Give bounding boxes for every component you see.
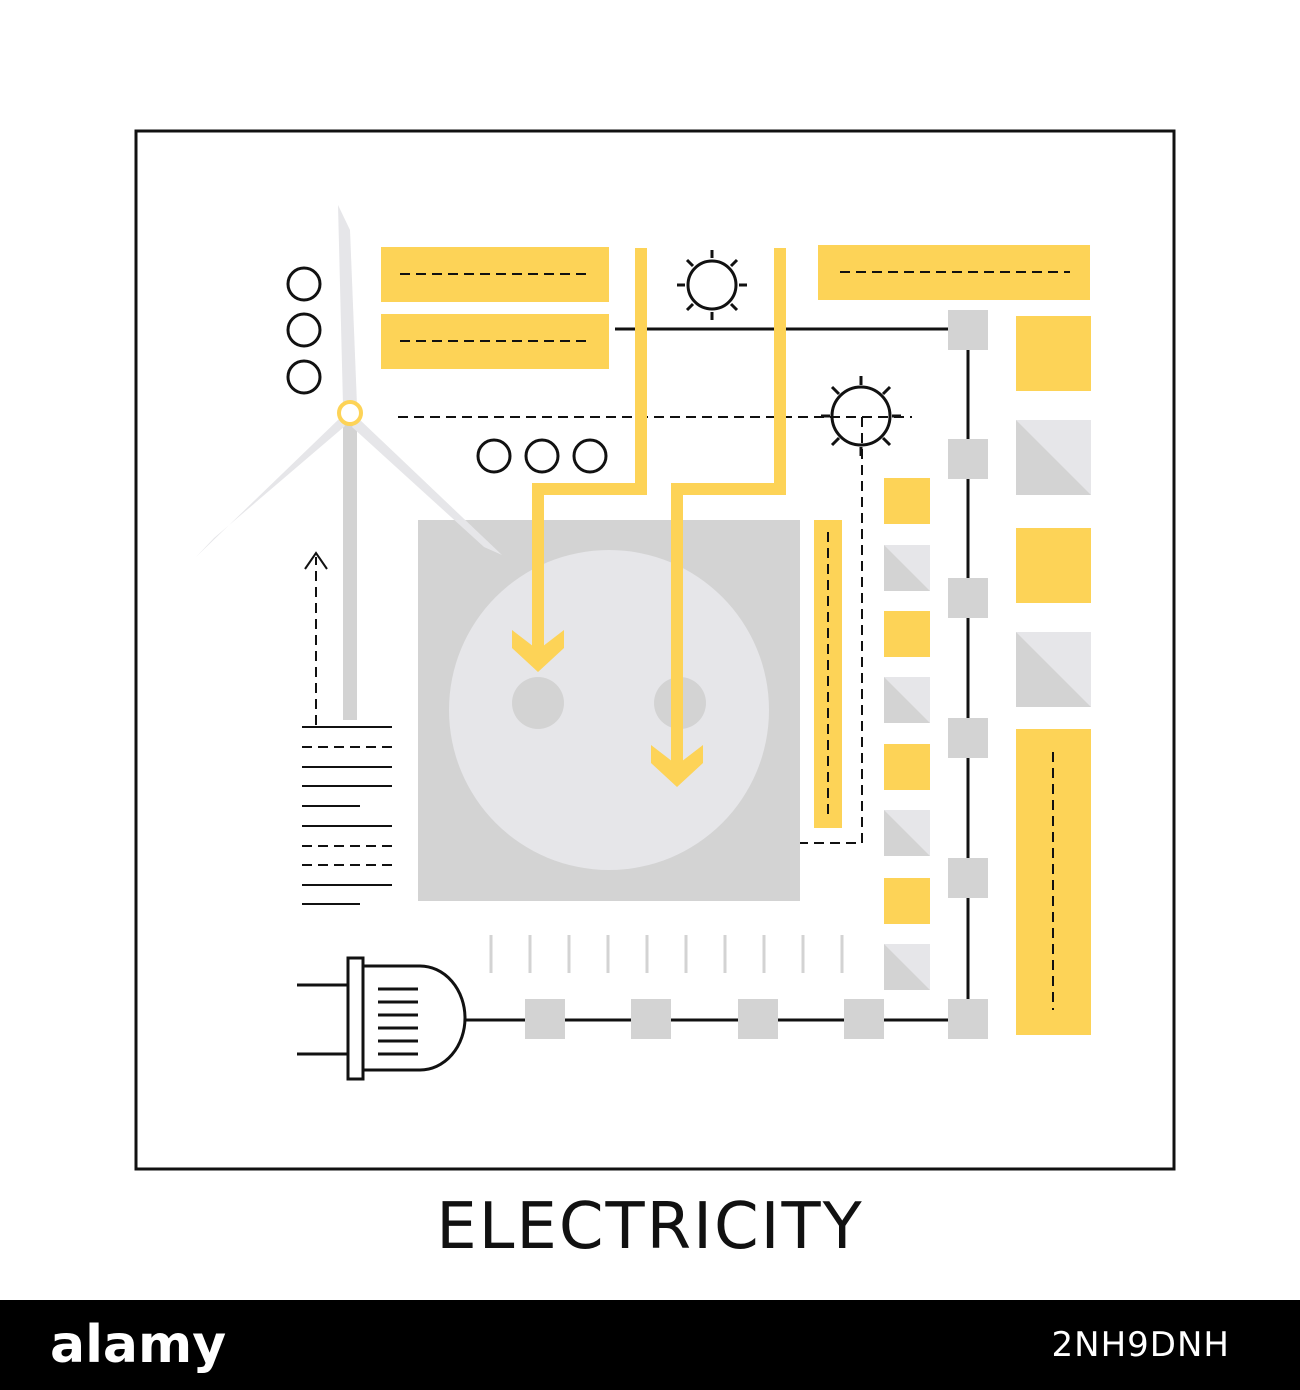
electric-plug-icon <box>297 956 467 1081</box>
wind-turbine-icon <box>196 205 502 720</box>
power-socket-icon <box>418 520 800 901</box>
dashed-up-arrow <box>304 551 328 725</box>
sun-icon <box>821 376 901 456</box>
footer-bar: alamy 2NH9DNH <box>0 1300 1300 1390</box>
current-flow-arrows <box>532 248 786 775</box>
tick-marks <box>489 935 844 973</box>
circuit-nodes <box>525 310 988 1039</box>
sun-icon <box>677 250 747 320</box>
info-bar-right <box>818 245 1090 300</box>
tile-column-small <box>884 478 930 990</box>
caption-title: ELECTRICITY <box>436 1190 864 1264</box>
info-bars-left <box>381 247 609 369</box>
image-id-label: 2NH9DNH <box>1051 1325 1230 1365</box>
illustration-frame <box>134 129 1176 1171</box>
circle-indicators-horizontal <box>476 438 608 474</box>
circle-indicators-vertical <box>286 266 322 395</box>
tile-column-large <box>1016 316 1091 1035</box>
vertical-meter <box>814 520 842 828</box>
current-flow-arrowheads <box>512 630 703 787</box>
electricity-illustration <box>134 129 1176 1171</box>
alamy-logo: alamy <box>50 1315 227 1375</box>
text-lines-block <box>302 726 392 905</box>
